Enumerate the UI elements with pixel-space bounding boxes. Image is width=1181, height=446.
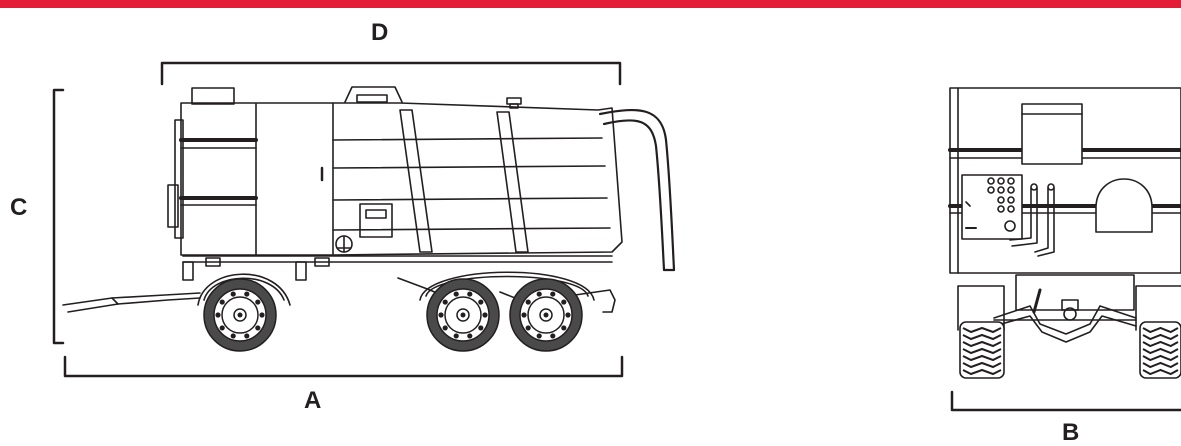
front-cabinet — [167, 87, 334, 256]
dimension-label-a: A — [304, 387, 322, 414]
dimension-bracket-a — [63, 355, 624, 378]
tank-body — [332, 102, 623, 256]
dimension-label-d: D — [371, 19, 389, 46]
trailer-rear-view — [948, 87, 1181, 343]
dimension-label-c: C — [10, 194, 28, 221]
top-accent-bar — [0, 0, 1181, 8]
rear-mudguard-left — [957, 285, 1005, 331]
suction-hose — [598, 108, 676, 272]
panel-buttons — [965, 177, 1016, 232]
rear-dome-hatch — [1095, 178, 1153, 233]
trailer-side-view — [62, 86, 676, 313]
wheel — [509, 278, 583, 352]
dimension-bracket-d — [160, 61, 622, 86]
rear-pipes — [1009, 183, 1055, 257]
dimension-bracket-b — [950, 390, 1181, 412]
rear-tire — [959, 321, 1005, 379]
rear-mudguard-right — [1135, 285, 1181, 331]
manhole-dome — [344, 86, 403, 103]
rear-tire — [1139, 321, 1181, 379]
wheel — [203, 278, 277, 352]
rear-tires — [959, 321, 1181, 379]
vent-valve — [506, 97, 522, 109]
side-wheels — [203, 278, 583, 352]
rear-box — [1021, 103, 1083, 165]
dimension-label-b: B — [1062, 419, 1080, 446]
mudguards — [197, 271, 595, 306]
dimension-bracket-c — [52, 88, 65, 345]
rear-axle-assembly — [993, 274, 1137, 343]
wheel — [426, 278, 500, 352]
drawbar — [62, 292, 201, 313]
